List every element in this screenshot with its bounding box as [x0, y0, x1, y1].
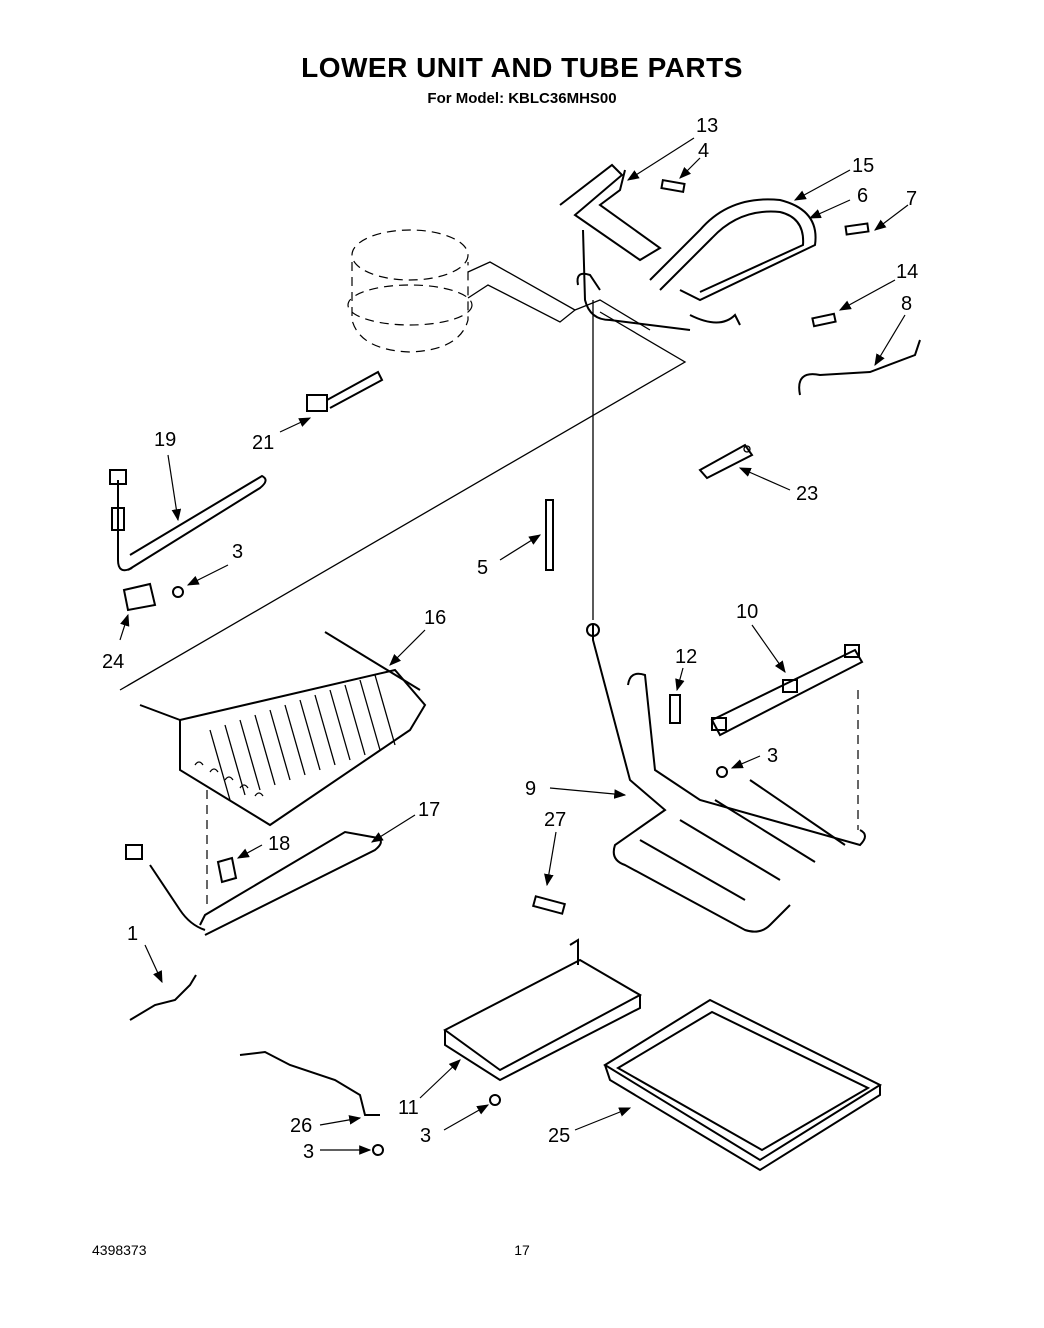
coupling-7	[844, 222, 870, 236]
callout-6: 6	[857, 185, 868, 207]
coupling-14	[811, 312, 837, 328]
callout-19: 19	[154, 429, 176, 451]
defrost-heater-9	[586, 623, 866, 933]
callout-3b: 3	[767, 745, 778, 767]
drain-pan-25	[603, 998, 883, 1172]
callout-23: 23	[796, 483, 818, 505]
tube-assembly	[119, 163, 817, 691]
callout-10: 10	[736, 601, 758, 623]
callout-3d: 3	[303, 1141, 314, 1163]
tube-12	[669, 694, 681, 724]
callout-13: 13	[696, 115, 718, 137]
callout-17: 17	[418, 799, 440, 821]
tube-5	[545, 499, 554, 571]
model-subtitle: For Model: KBLC36MHS00	[427, 90, 617, 107]
coupling-4	[660, 178, 686, 194]
leader-lines	[119, 137, 909, 1155]
callout-18: 18	[268, 833, 290, 855]
callout-3c: 3	[420, 1125, 431, 1147]
callout-4: 4	[698, 140, 709, 162]
callout-3a: 3	[232, 541, 243, 563]
bracket-10	[710, 644, 864, 778]
wire-8	[798, 339, 921, 396]
document-number: 4398373	[92, 1242, 147, 1258]
callout-24: 24	[102, 651, 124, 673]
page-number: 17	[514, 1242, 530, 1258]
callout-labels: 13 4 15 6 7 14 8 21 19 3 23 5 24 16 10 1…	[102, 115, 918, 1163]
compressor-outline	[347, 229, 473, 353]
callout-25: 25	[548, 1125, 570, 1147]
connector-21	[306, 370, 384, 412]
callout-21: 21	[252, 432, 274, 454]
evaporator-16	[139, 631, 427, 827]
callout-14: 14	[896, 261, 918, 283]
callout-9: 9	[525, 778, 536, 800]
screw-3c	[372, 1144, 384, 1156]
wire-26	[239, 1050, 380, 1116]
callout-15: 15	[852, 155, 874, 177]
pan-bracket-11	[443, 938, 643, 1106]
callout-1: 1	[127, 923, 138, 945]
callout-12: 12	[675, 646, 697, 668]
callout-8: 8	[901, 293, 912, 315]
callout-27: 27	[544, 809, 566, 831]
clip-18	[216, 856, 238, 884]
callout-5: 5	[477, 557, 488, 579]
callout-16: 16	[424, 607, 446, 629]
page-title: LOWER UNIT AND TUBE PARTS	[301, 52, 743, 83]
callout-11: 11	[398, 1097, 419, 1119]
heater-17	[125, 830, 382, 936]
heater-19	[109, 469, 267, 612]
callout-26: 26	[290, 1115, 312, 1137]
tube-27	[531, 895, 567, 915]
tie-strap-23	[698, 443, 754, 480]
wire-harness-1	[129, 974, 197, 1021]
callout-7: 7	[906, 188, 917, 210]
